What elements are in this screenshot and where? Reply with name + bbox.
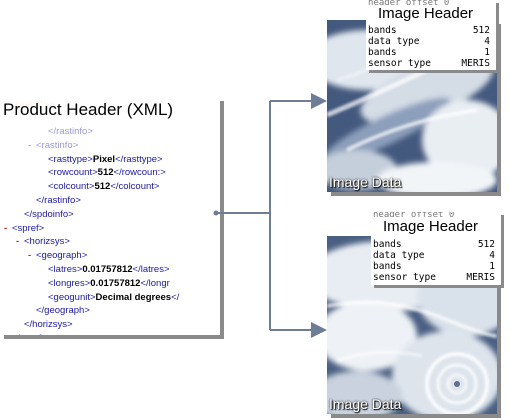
collapse-toggle[interactable]: -	[28, 250, 32, 262]
header-offset-text: header offset 0	[368, 0, 450, 8]
xml-close-tag: </latres>	[132, 263, 170, 275]
xml-value: 0.01757812	[82, 263, 133, 275]
xml-line: <colcount>512</colcount>	[0, 180, 220, 194]
xml-line: <longres>0.01757812</longr	[0, 277, 220, 291]
image-data-label: Image Data	[329, 396, 402, 412]
xml-close-tag: </rowcoun:>	[113, 167, 166, 179]
header-offset-text: header offset 0	[373, 212, 455, 220]
xml-open-tag: <latres>	[48, 263, 83, 275]
xml-close-tag: </rasttype>	[115, 153, 163, 165]
xml-open-tag: <geogunit>	[48, 291, 96, 303]
xml-tag: </rastinfo>	[36, 194, 81, 206]
xml-value: 0.01757812	[90, 277, 141, 289]
xml-line: -<geograph>	[0, 249, 220, 263]
xml-line: <rasttype>Pixel</rasttype>	[0, 153, 220, 167]
xml-tag: <geograph>	[36, 250, 88, 262]
xml-tag: </horizsys>	[24, 319, 73, 331]
xml-line: </rastinfo>	[0, 194, 220, 208]
xml-open-tag: <rasttype>	[48, 153, 93, 165]
xml-value: Pixel	[92, 153, 116, 165]
product-header-panel: <rastinfo> Product Header (XML) </rastin…	[0, 97, 220, 335]
xml-tag: </rastinfo>	[48, 126, 93, 137]
xml-line: -<horizsys>	[0, 235, 220, 249]
xml-value: 512	[97, 167, 114, 179]
xml-close-tag: </	[171, 291, 180, 303]
collapse-toggle[interactable]: -	[4, 222, 8, 234]
xml-value: Decimal degrees	[95, 291, 172, 303]
collapse-toggle[interactable]: -	[16, 236, 20, 248]
xml-line: </horizsys>	[0, 318, 220, 332]
xml-line: <geogunit>Decimal degrees</	[0, 291, 220, 305]
image-data-label: Image Data	[329, 174, 402, 190]
image-header-title: Image Header	[376, 5, 476, 22]
xml-tag: <horizsys>	[24, 236, 70, 248]
collapse-toggle[interactable]: -	[28, 139, 32, 151]
xml-line: </spdoinfo>	[0, 208, 220, 222]
xml-line: </rastinfo>	[0, 125, 220, 139]
xml-line: -<spref>	[0, 222, 220, 236]
xml-line: <rowcount>512</rowcoun:>	[0, 166, 220, 180]
xml-tag: <spref>	[12, 222, 45, 234]
xml-open-tag: <rowcount>	[48, 167, 98, 179]
xml-close-tag: </colcount>	[110, 181, 160, 193]
xml-code-lines: </rastinfo>-<rastinfo><rasttype>Pixel</r…	[0, 125, 220, 335]
xml-tag: </geograph>	[36, 305, 90, 317]
image-header-title: Image Header	[381, 218, 481, 235]
xml-value: 512	[94, 181, 111, 193]
xml-close-tag: </longr	[140, 277, 170, 289]
xml-line: -<rastinfo>	[0, 139, 220, 153]
xml-line: </geograph>	[0, 304, 220, 318]
xml-line: </spref>	[0, 332, 220, 335]
xml-tag: </spdoinfo>	[24, 208, 74, 220]
xml-open-tag: <colcount>	[48, 181, 95, 193]
xml-line: <latres>0.01757812</latres>	[0, 263, 220, 277]
product-header-title: Product Header (XML)	[3, 100, 176, 120]
connector-junction	[213, 210, 219, 216]
xml-open-tag: <longres>	[48, 277, 91, 289]
xml-tag: </spref>	[12, 333, 47, 335]
xml-tag: <rastinfo>	[36, 139, 79, 151]
